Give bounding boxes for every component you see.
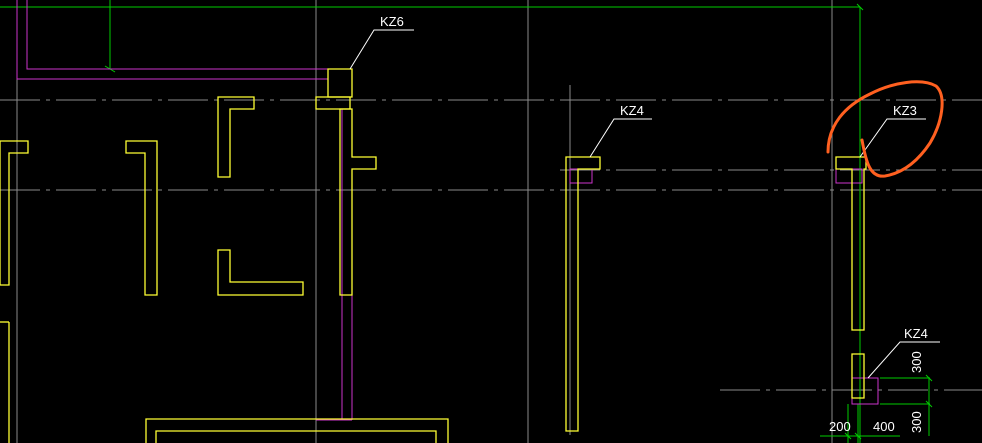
yellow-columns xyxy=(0,68,867,443)
leader-kz4-right xyxy=(867,341,940,379)
dimension-400: 400 xyxy=(873,419,895,434)
wall-outline xyxy=(16,0,328,80)
annotation-circle xyxy=(826,80,944,178)
label-leaders xyxy=(349,29,940,379)
green-tick xyxy=(856,3,864,11)
label-kz6: KZ6 xyxy=(380,14,404,29)
dimension-300-lower: 300 xyxy=(909,411,924,433)
label-kz4-right: KZ4 xyxy=(904,326,928,341)
dimension-200: 200 xyxy=(829,419,851,434)
column-core xyxy=(851,377,879,405)
dimension-tick xyxy=(854,432,862,440)
wall-outline xyxy=(155,430,437,443)
magenta-walls xyxy=(16,0,879,421)
column-core xyxy=(835,168,863,184)
dimension-tick xyxy=(844,432,852,440)
column-outline xyxy=(217,249,304,296)
column-outline xyxy=(217,96,255,178)
column-outline xyxy=(125,140,158,296)
dimension-300-upper: 300 xyxy=(909,351,924,373)
column-outline xyxy=(315,96,351,110)
label-kz3: KZ3 xyxy=(893,103,917,118)
column-outline xyxy=(327,68,353,98)
column-outline xyxy=(565,156,601,432)
label-kz4-center: KZ4 xyxy=(620,103,644,118)
green-reference-lines xyxy=(0,0,933,443)
column-outline xyxy=(851,353,865,399)
leader-kz3 xyxy=(859,118,926,158)
leader-kz6 xyxy=(349,29,414,70)
wall-outline xyxy=(339,108,377,296)
leader-kz4-center xyxy=(589,118,652,158)
dimension-tick xyxy=(925,374,933,382)
column-outline xyxy=(0,140,29,286)
wall-outline xyxy=(145,418,449,443)
wall-outline xyxy=(26,0,329,97)
dimension-tick xyxy=(925,400,933,408)
column-core xyxy=(569,168,593,184)
